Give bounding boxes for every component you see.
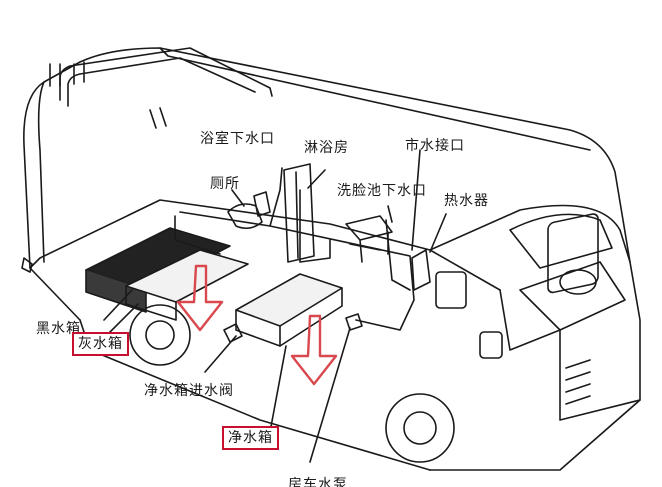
water-pump — [345, 313, 363, 331]
leader-lines — [103, 149, 447, 463]
label-fresh-inlet-valve: 净水箱进水阀 — [144, 383, 234, 399]
rear-wheel — [129, 304, 191, 366]
rv-roof-edge — [159, 47, 591, 151]
grey-tank — [125, 249, 249, 303]
label-water-heater: 热水器 — [444, 193, 489, 209]
label-sink-drain: 洗脸池下水口 — [337, 183, 427, 199]
label-toilet: 厕所 — [210, 176, 240, 192]
label-black-tank: 黑水箱 — [36, 321, 81, 337]
inlet-valve — [223, 323, 243, 343]
cab-outline — [429, 204, 631, 263]
floor-edge — [29, 199, 501, 291]
roof-rail — [59, 47, 273, 101]
rv-roof-inner — [37, 81, 45, 263]
label-shower: 淋浴房 — [304, 140, 349, 156]
cab-seat — [435, 271, 467, 309]
fresh-tank — [235, 273, 343, 327]
dashboard — [519, 261, 626, 331]
label-city-water-inlet: 市水接口 — [405, 138, 465, 154]
front-wheel — [385, 393, 455, 463]
sink-fixture — [345, 215, 393, 241]
arrow-to-fresh-tank — [290, 314, 338, 386]
label-water-pump: 房车水泵 — [288, 477, 348, 487]
rv-body-outline — [23, 47, 641, 471]
windshield — [509, 213, 613, 269]
arrow-to-grey-tank — [176, 264, 224, 332]
shower-fixture — [283, 163, 315, 263]
label-bathroom-drain: 浴室下水口 — [200, 131, 275, 147]
drain-pipes — [179, 167, 415, 331]
grille — [547, 213, 599, 294]
roof-ladder — [49, 61, 85, 87]
label-grey-tank: 灰水箱 — [72, 332, 129, 356]
toilet-fixture — [227, 203, 263, 230]
label-fresh-tank: 净水箱 — [222, 426, 279, 450]
heater-fixture — [411, 249, 431, 291]
roof-rail-2 — [67, 57, 256, 107]
